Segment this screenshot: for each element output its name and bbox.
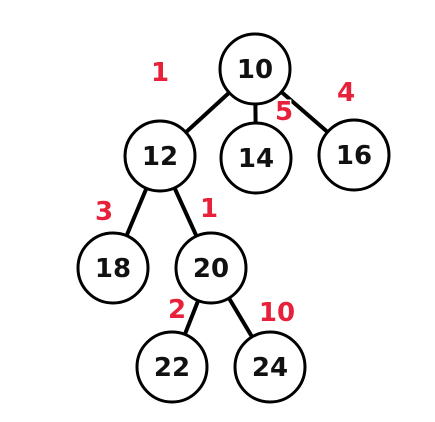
node-label: 18 <box>95 254 131 284</box>
node-label: 10 <box>237 55 273 85</box>
edges-layer <box>111 67 356 369</box>
node-circle <box>76 231 150 305</box>
edge-weight-12-18: 3 <box>95 197 113 227</box>
tree-node-14: 14 <box>219 121 293 195</box>
node-circle <box>317 118 391 192</box>
node-label: 20 <box>193 254 229 284</box>
node-label: 14 <box>238 144 274 174</box>
tree-node-24: 24 <box>233 330 307 404</box>
tree-node-22: 22 <box>135 330 209 404</box>
tree-node-16: 16 <box>317 118 391 192</box>
node-label: 24 <box>252 353 288 383</box>
node-circle <box>218 32 292 106</box>
node-circle <box>219 121 293 195</box>
node-label: 16 <box>336 141 372 171</box>
node-circle <box>123 119 197 193</box>
edge-weight-10-14: 5 <box>275 97 293 127</box>
edge-weight-20-24: 10 <box>259 298 295 328</box>
edge-weight-20-22: 2 <box>168 295 186 325</box>
edge-weight-12-20: 1 <box>200 194 218 224</box>
tree-node-10: 10 <box>218 32 292 106</box>
node-circle <box>135 330 209 404</box>
node-label: 22 <box>154 353 190 383</box>
tree-node-18: 18 <box>76 231 150 305</box>
node-label: 12 <box>142 142 178 172</box>
node-circle <box>233 330 307 404</box>
tree-node-12: 12 <box>123 119 197 193</box>
edge-weight-10-16: 4 <box>337 78 355 108</box>
edge-weight-10-12: 1 <box>151 58 169 88</box>
node-circle <box>174 231 248 305</box>
tree-node-20: 20 <box>174 231 248 305</box>
